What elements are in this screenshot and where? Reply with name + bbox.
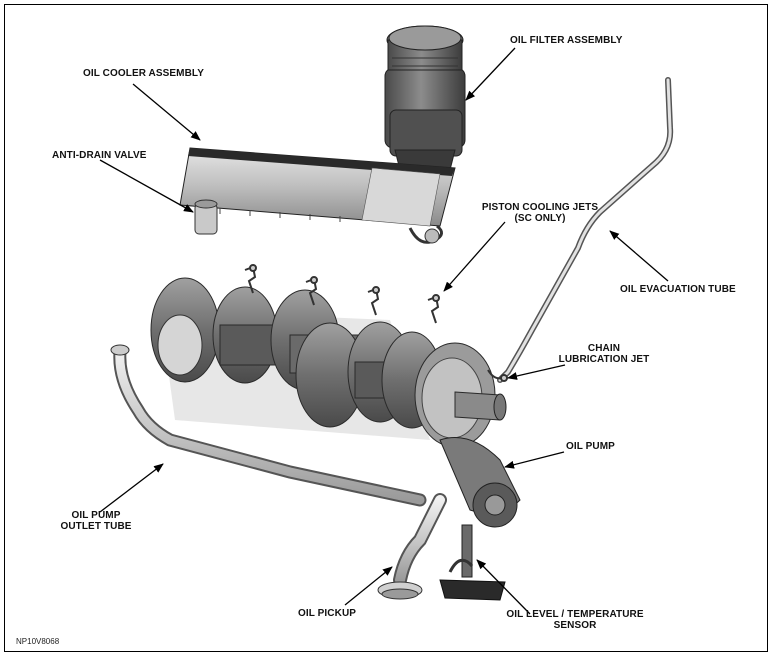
label-oil-level-sensor-line1: OIL LEVEL / TEMPERATURE: [506, 609, 644, 620]
piston-cooling-jets: [244, 264, 440, 324]
figure-reference-code: NP10V8068: [16, 637, 60, 646]
label-oil-cooler-assembly: OIL COOLER ASSEMBLY: [83, 68, 204, 79]
crankshaft: [150, 277, 507, 448]
label-oil-pickup: OIL PICKUP: [298, 608, 357, 619]
label-chain-lubrication-jet: CHAIN LUBRICATION JET: [552, 343, 656, 365]
arrow-piston-cooling-jets: [443, 221, 506, 292]
arrow-oil-filter: [465, 47, 516, 101]
label-oil-level-temperature-sensor: OIL LEVEL / TEMPERATURE SENSOR: [505, 609, 645, 631]
oil-pump-outlet-tube: [110, 344, 427, 507]
arrow-oil-level-sensor: [476, 559, 531, 615]
label-oil-level-sensor-line2: SENSOR: [553, 620, 597, 631]
arrow-oil-pump-outlet-tube: [99, 463, 164, 513]
label-oil-pump-outlet-tube-line1: OIL PUMP: [71, 510, 121, 521]
label-piston-cooling-jets: PISTON COOLING JETS (SC ONLY): [466, 202, 614, 224]
arrow-oil-cooler: [132, 83, 201, 141]
arrow-chain-lubrication-jet: [507, 364, 566, 380]
arrow-anti-drain-valve: [99, 159, 194, 213]
label-anti-drain-valve: ANTI-DRAIN VALVE: [52, 150, 147, 161]
oil-pickup: [377, 493, 447, 600]
arrow-oil-pickup: [344, 566, 393, 606]
arrow-oil-pump: [504, 451, 565, 469]
label-oil-pump: OIL PUMP: [566, 441, 615, 452]
label-chain-lubrication-jet-line1: CHAIN: [587, 343, 621, 354]
oil-filter-assembly: [384, 25, 466, 171]
label-oil-pump-outlet-tube: OIL PUMP OUTLET TUBE: [50, 510, 142, 532]
chain-lubrication-jet: [487, 369, 508, 382]
oil-pump: [439, 437, 521, 528]
leader-arrows: [99, 47, 669, 615]
label-oil-filter-assembly: OIL FILTER ASSEMBLY: [510, 35, 623, 46]
label-chain-lubrication-jet-line2: LUBRICATION JET: [558, 354, 650, 365]
label-piston-cooling-jets-line2: (SC ONLY): [514, 213, 566, 224]
label-piston-cooling-jets-line1: PISTON COOLING JETS: [481, 202, 599, 213]
oil-cooler-assembly: [179, 147, 456, 244]
oil-level-temperature-sensor: [439, 524, 506, 601]
label-oil-evacuation-tube: OIL EVACUATION TUBE: [620, 284, 736, 295]
arrow-oil-evacuation-tube: [609, 230, 669, 282]
label-oil-pump-outlet-tube-line2: OUTLET TUBE: [60, 521, 132, 532]
